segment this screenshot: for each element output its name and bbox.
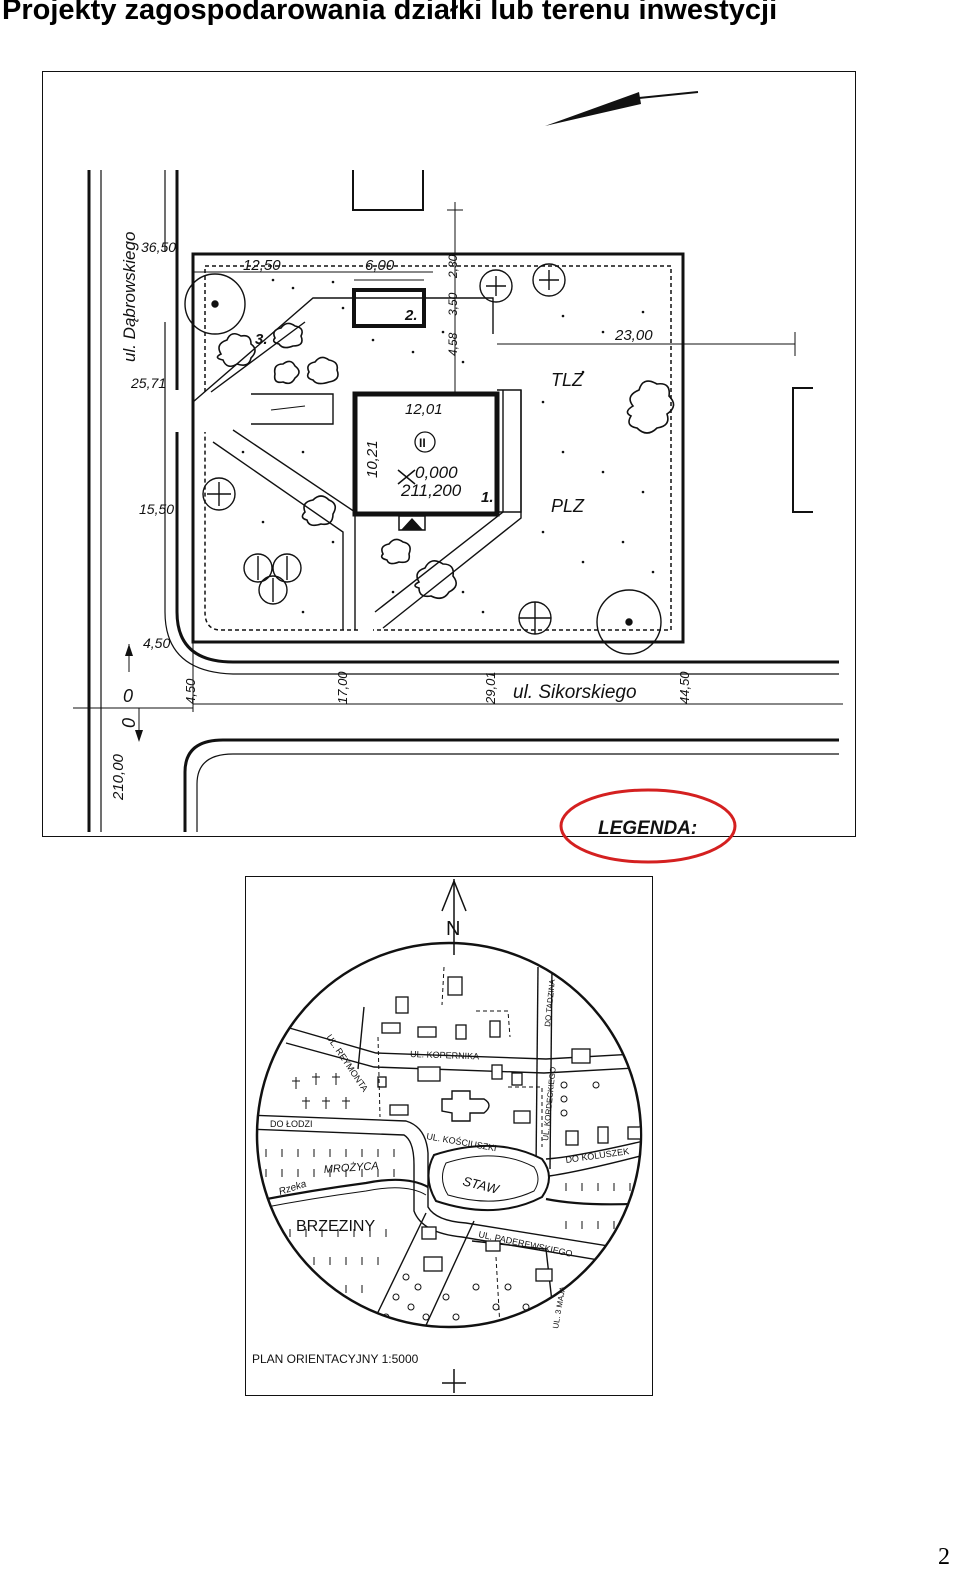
- legend-highlight: LEGENDA:: [559, 788, 737, 864]
- chain-bottom-1: 17,00: [335, 671, 350, 704]
- church-icon: [441, 1090, 490, 1122]
- path-lower-left: [232, 429, 356, 630]
- building-width: 12,01: [405, 401, 443, 418]
- chain-bottom-3: 44,50: [677, 671, 692, 704]
- level-absolute: 211,200: [400, 481, 462, 500]
- neighbour-building-north: [352, 170, 424, 211]
- label-building-1: 1.: [481, 489, 494, 506]
- level-marker-icon: [397, 469, 416, 485]
- plan-circle: [255, 941, 643, 1329]
- street-south-label: ul. Sikorskiego: [513, 682, 637, 703]
- origin-b: 0: [119, 718, 139, 728]
- street-kopernika: UL. KOPERNIKA: [410, 1049, 479, 1061]
- origin-a: 0: [123, 686, 133, 706]
- building-ii-outline: [352, 391, 500, 517]
- street-west-lines: [87, 170, 839, 832]
- chain-left-1: 25,71: [130, 375, 166, 391]
- dimension-lines: [73, 202, 843, 740]
- dim-top-b: 6,00: [365, 257, 395, 274]
- arrow-up-icon: [125, 644, 133, 656]
- building-number: II: [419, 436, 426, 450]
- cemetery-icon: [292, 1073, 350, 1109]
- plot-boundaries: [377, 966, 543, 1326]
- chain-left-2: 15,50: [139, 501, 174, 517]
- arrow-down-icon: [135, 730, 143, 742]
- legend-highlight-ellipse: [559, 788, 737, 864]
- town-buildings: [377, 976, 640, 1282]
- building-number-circle: [414, 431, 436, 453]
- town-name: BRZEZINY: [296, 1218, 375, 1235]
- north-arrow-line: [638, 91, 699, 99]
- orientation-caption: PLAN ORIENTACYJNY 1:5000: [252, 1352, 419, 1366]
- orientation-plan-drawing: N: [252, 878, 643, 1393]
- dim-v-b: 3,50: [446, 292, 460, 316]
- direction-tadzina: DO TADZINA: [543, 978, 557, 1027]
- hedge-boundary: [204, 265, 672, 631]
- level-zero: 0,000: [415, 463, 458, 482]
- direction-koluszki: DO KOLUSZEK: [565, 1146, 630, 1165]
- tree-icon: [184, 263, 662, 655]
- pond: [427, 1144, 550, 1212]
- chain-left-3: 4,50: [143, 635, 170, 651]
- street-west-label: ul. Dąbrowskiego: [120, 232, 139, 362]
- neighbour-building-east: [792, 387, 813, 513]
- garage-building: [352, 288, 426, 328]
- site-plan-drawing: ul. Dąbrowskiego ul. Sikorskiego 12,50 6…: [73, 91, 843, 832]
- site-plan-figure: ul. Dąbrowskiego ul. Sikorskiego 12,50 6…: [42, 71, 856, 837]
- chain-bottom-2: 29,01: [483, 671, 498, 705]
- zone-tlz: TLZ: [551, 370, 584, 390]
- zone-plz: PLZ: [551, 496, 585, 516]
- lawn-texture: [241, 278, 655, 614]
- north-arrow-icon: [545, 92, 641, 126]
- left-total: 210,00: [110, 753, 127, 801]
- label-building-2: 2.: [404, 307, 418, 324]
- river-name: MROŻYCA: [323, 1160, 379, 1176]
- path-upper-left: [192, 297, 494, 403]
- label-building-3: 3.: [255, 331, 268, 348]
- chain-bottom-0: 4,50: [183, 678, 198, 704]
- dim-top-a: 12,50: [243, 257, 281, 274]
- dim-v-c: 2,30: [446, 254, 460, 279]
- dim-v-a: 4,58: [446, 332, 460, 356]
- river: [258, 1178, 429, 1205]
- chain-left-0: 36,50: [141, 239, 176, 255]
- building-depth: 10,21: [364, 440, 381, 478]
- plot-boundary: [191, 252, 685, 644]
- page-number: 2: [938, 1544, 950, 1570]
- entrance-arrow-icon: [401, 518, 423, 530]
- street-3-maja: UL. 3 MAJA: [551, 1285, 567, 1329]
- shrub-icon: [216, 322, 675, 600]
- driveway: [251, 393, 334, 425]
- direction-lodz: DO ŁODZI: [270, 1119, 313, 1129]
- north-label: N: [446, 918, 460, 940]
- orientation-plan-figure: N: [245, 876, 653, 1396]
- legend-label: LEGENDA:: [598, 818, 697, 839]
- dim-right: 23,00: [614, 327, 653, 344]
- street-reymonta: UL. REYMONTA: [324, 1033, 370, 1094]
- page-title: Projekty zagospodarowania działki lub te…: [2, 0, 778, 26]
- street-kordeckiego: UL. KORDECKIEGO: [541, 1066, 558, 1141]
